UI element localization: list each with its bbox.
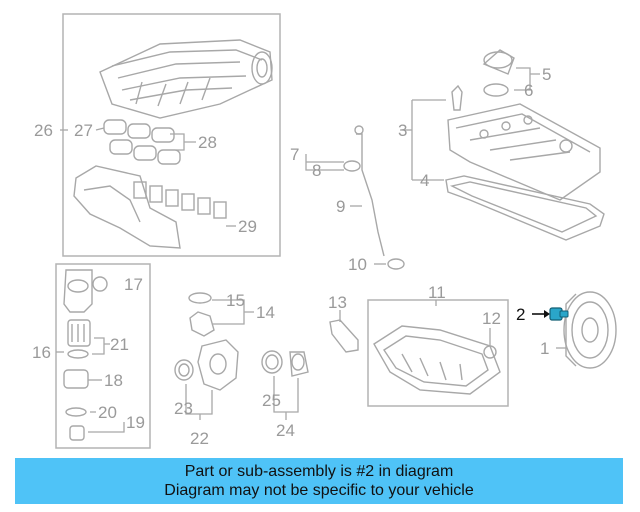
callout-22: 22 bbox=[190, 429, 209, 448]
callout-25: 25 bbox=[262, 391, 281, 410]
intake-group-frame bbox=[62, 13, 281, 257]
callout-15: 15 bbox=[226, 291, 245, 310]
callout-21: 21 bbox=[110, 335, 129, 354]
callout-6: 6 bbox=[524, 81, 533, 100]
callout-5: 5 bbox=[542, 65, 551, 84]
callout-9: 9 bbox=[336, 197, 345, 216]
caption-line-1: Part or sub-assembly is #2 in diagram bbox=[184, 463, 454, 480]
callout-17: 17 bbox=[124, 275, 143, 294]
crank-pulley-illustration bbox=[563, 291, 617, 369]
callout-7: 7 bbox=[290, 145, 299, 164]
plug-illustration bbox=[261, 350, 309, 377]
oil-filter-illustration bbox=[63, 269, 108, 441]
callout-19: 19 bbox=[126, 413, 145, 432]
water-outlet-illustration bbox=[174, 292, 239, 391]
intake-manifold-illustration bbox=[99, 39, 273, 119]
callout-29: 29 bbox=[238, 217, 257, 236]
callout-11: 11 bbox=[428, 283, 446, 302]
callout-18: 18 bbox=[104, 371, 123, 390]
caption-line-2: Diagram may not be specific to your vehi… bbox=[164, 482, 474, 499]
callout-12: 12 bbox=[482, 309, 501, 328]
gaskets-27-28 bbox=[103, 119, 181, 165]
callout-3: 3 bbox=[398, 121, 407, 140]
lower-manifold-29 bbox=[73, 165, 227, 249]
callout-23: 23 bbox=[174, 399, 193, 418]
callout-16: 16 bbox=[32, 343, 51, 362]
callout-27: 27 bbox=[74, 121, 93, 140]
oil-filter-group-frame bbox=[55, 263, 151, 449]
baffle-illustration bbox=[329, 319, 359, 353]
callout-10: 10 bbox=[348, 255, 367, 274]
callout-20: 20 bbox=[98, 403, 117, 422]
callout-2-highlighted: 2 bbox=[516, 305, 525, 324]
crank-bolt-highlight bbox=[532, 307, 569, 321]
callout-1: 1 bbox=[540, 339, 549, 358]
callout-24: 24 bbox=[276, 421, 295, 440]
callout-26: 26 bbox=[34, 121, 53, 140]
oil-pan-group-frame bbox=[367, 299, 509, 407]
callout-28: 28 bbox=[198, 133, 217, 152]
dipstick-illustration bbox=[343, 125, 405, 270]
valve-cover-illustration bbox=[445, 49, 605, 241]
callout-4: 4 bbox=[420, 171, 429, 190]
callout-13: 13 bbox=[328, 293, 347, 312]
oil-pan-illustration bbox=[373, 325, 501, 395]
caption-bar: Part or sub-assembly is #2 in diagram Di… bbox=[15, 458, 623, 504]
callout-8: 8 bbox=[312, 161, 321, 180]
callout-14: 14 bbox=[256, 303, 275, 322]
